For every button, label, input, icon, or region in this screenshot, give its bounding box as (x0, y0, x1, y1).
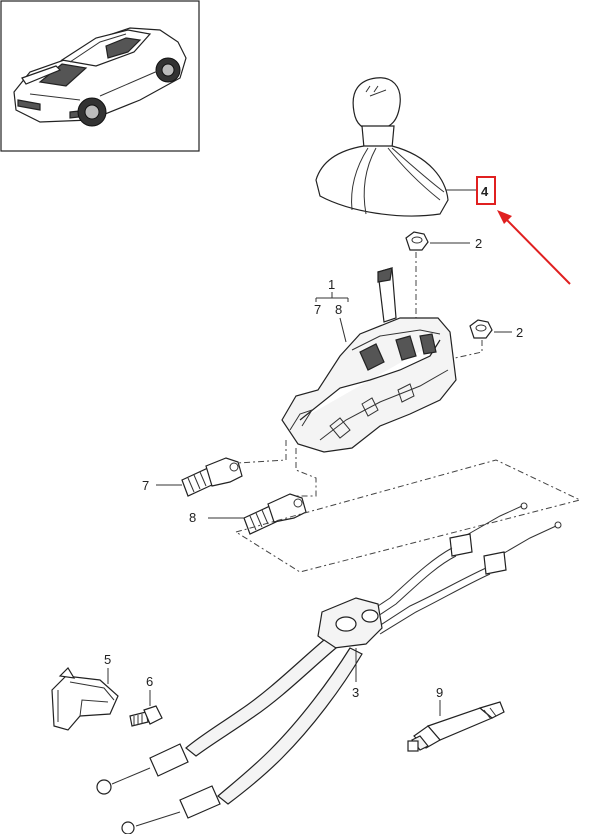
callout-2-right: 2 (516, 325, 523, 340)
part-2-nut-right (469, 319, 493, 339)
car-thumbnail (0, 0, 200, 152)
callout-5: 5 (104, 652, 111, 667)
callout-1-sub-7: 7 (314, 302, 321, 317)
callout-4-highlight-box (476, 176, 496, 205)
part-6-bolt (129, 705, 163, 727)
callout-8: 8 (189, 510, 196, 525)
part-9-grease-tube (407, 701, 505, 752)
callout-7: 7 (142, 478, 149, 493)
callout-4: 4 (481, 184, 489, 199)
car-thumbnail-icon (13, 27, 187, 127)
callout-9: 9 (436, 685, 443, 700)
callout-3: 3 (352, 685, 359, 700)
callout-1-sub-8: 8 (335, 302, 342, 317)
callout-6: 6 (146, 674, 153, 689)
part-8-bushing (243, 493, 307, 535)
part-4-shift-knob-boot (315, 77, 449, 217)
part-3-shift-cables (96, 502, 562, 834)
part-1-shifter-housing (281, 267, 457, 453)
cable-assembly-outline (234, 459, 582, 573)
part-2-nut-top (405, 231, 429, 251)
callout-1: 1 (328, 277, 335, 292)
part-5-bracket (51, 667, 119, 731)
highlight-arrow (497, 210, 571, 285)
part-7-bushing (181, 457, 243, 497)
callout-2-top: 2 (475, 236, 482, 251)
